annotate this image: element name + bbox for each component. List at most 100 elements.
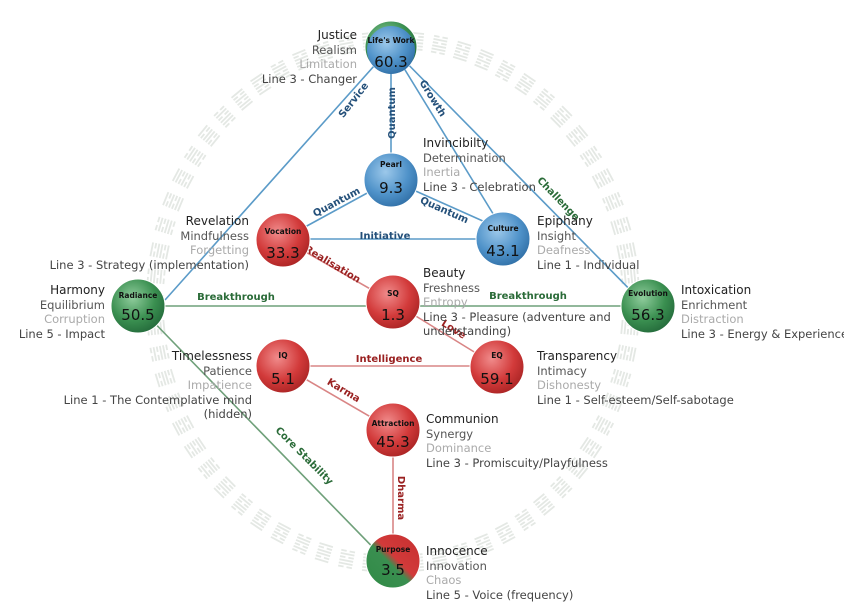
label-culture-line: Line 1 - Individual (537, 257, 640, 272)
hexagram-mark (197, 124, 221, 147)
node-attraction[interactable]: Attraction 45.3 (365, 402, 421, 458)
hexagram-mark (579, 436, 603, 459)
hexagram-mark (494, 59, 516, 83)
hexagram-mark (149, 344, 170, 362)
hexagram-mark (314, 542, 334, 564)
label-sq-line: Line 3 - Pleasure (adventure and (423, 309, 611, 324)
node-vocation[interactable]: Vocation 33.3 (255, 212, 311, 268)
hexagram-mark (514, 508, 536, 532)
node-radiance-title: Radiance (119, 291, 158, 300)
label-purpose-line: Line 5 - Voice (frequency) (426, 587, 574, 602)
hexagram-mark (430, 34, 449, 56)
label-sq: Beauty Freshness Entropy Line 3 - Pleasu… (423, 266, 611, 339)
hexagram-mark (171, 415, 195, 436)
label-attraction-title: Communion (426, 412, 499, 426)
node-vocation-title: Vocation (265, 227, 302, 236)
label-lifes-work-gift: Realism (311, 42, 357, 57)
node-culture-value: 43.1 (486, 242, 519, 260)
label-iq-gift: Patience (203, 363, 252, 378)
label-radiance-gift: Equilibrium (39, 297, 105, 312)
edge-label-intelligence: Intelligence (356, 354, 423, 365)
label-pearl-shadow: Inertia (423, 165, 461, 180)
label-radiance-shadow: Corruption (44, 312, 105, 327)
label-evolution-shadow: Distraction (681, 312, 744, 327)
label-evolution-title: Intoxication (681, 283, 752, 297)
label-iq-title: Timelessness (171, 349, 252, 363)
hexagram-mark (601, 392, 624, 413)
node-pearl[interactable]: Pearl 9.3 (363, 152, 419, 208)
hexagram-mark (610, 368, 632, 388)
node-pearl-value: 9.3 (379, 179, 403, 197)
node-lifes-work-value: 60.3 (374, 53, 407, 71)
label-pearl-title: Invincibilty (423, 136, 489, 150)
label-purpose-gift: Innovation (426, 558, 487, 573)
hexagram-mark (270, 59, 292, 83)
node-eq[interactable]: EQ 59.1 (469, 339, 525, 395)
hexagram-mark (270, 521, 292, 545)
node-culture[interactable]: Culture 43.1 (475, 211, 531, 267)
hexagram-mark (250, 508, 272, 532)
edge-label-core-stability: Core Stability (273, 425, 335, 487)
hexagram-mark (550, 105, 573, 128)
label-pearl-line: Line 3 - Celebration (423, 179, 536, 194)
hexagram-mark (550, 476, 573, 499)
hexagram-mark (162, 392, 185, 413)
label-radiance-title: Harmony (50, 283, 105, 297)
edge-label-realisation: Realisation (302, 244, 362, 286)
hexagram-mark (452, 542, 472, 564)
node-purpose[interactable]: Purpose 3.5 (365, 533, 421, 589)
hexagram-mark (591, 168, 615, 189)
node-iq-value: 5.1 (271, 370, 295, 388)
hexagram-mark (292, 533, 312, 556)
label-iq-line-2: (hidden) (203, 407, 252, 422)
hexagram-mark (213, 105, 236, 128)
label-iq-line: Line 1 - The Contemplative mind (63, 392, 252, 407)
label-culture-shadow: Deafness (537, 243, 591, 258)
node-eq-title: EQ (491, 351, 503, 360)
node-culture-title: Culture (487, 224, 518, 233)
label-purpose: Innocence Innovation Chaos Line 5 - Voic… (426, 544, 573, 602)
edge-label-quantum-vertical: Quantum (387, 87, 398, 139)
node-iq[interactable]: IQ 5.1 (255, 338, 311, 394)
edge-label-quantum-left: Quantum (311, 186, 362, 220)
node-eq-value: 59.1 (480, 370, 513, 388)
hexagram-mark (494, 521, 516, 545)
hexagram-mark (591, 415, 615, 436)
label-culture-title: Epiphany (537, 214, 593, 228)
hexagram-mark (514, 72, 536, 96)
node-radiance[interactable]: Radiance 50.5 (110, 278, 166, 334)
hexagram-mark (430, 548, 448, 570)
node-sq[interactable]: SQ 1.3 (365, 274, 421, 330)
hexagram-mark (292, 48, 312, 71)
label-purpose-title: Innocence (426, 544, 488, 558)
label-evolution-gift: Enrichment (681, 297, 748, 312)
label-attraction-gift: Synergy (426, 426, 474, 441)
hexagram-mark (154, 368, 176, 388)
node-attraction-title: Attraction (372, 419, 415, 428)
label-evolution: Intoxication Enrichment Distraction Line… (681, 283, 844, 341)
label-eq-shadow: Dishonesty (537, 378, 602, 393)
node-sq-value: 1.3 (381, 306, 405, 324)
node-evolution[interactable]: Evolution 56.3 (620, 278, 676, 334)
hexagram-mark (337, 548, 356, 570)
label-eq-title: Transparency (537, 349, 618, 363)
hexagram-mark (610, 216, 632, 236)
node-lifes-work[interactable]: Life's Work 60.3 (364, 20, 418, 74)
label-iq-shadow: Impatience (187, 378, 252, 393)
hexagram-mark (452, 40, 472, 62)
label-sq-shadow: Entropy (423, 295, 468, 310)
hexagram-mark (565, 124, 589, 147)
label-lifes-work: Justice Realism Limitation Line 3 - Chan… (262, 28, 357, 86)
node-lifes-work-title: Life's Work (368, 36, 416, 45)
edge-challenge (390, 46, 649, 309)
edge-label-initiative: Initiative (360, 231, 411, 242)
label-radiance: Harmony Equilibrium Corruption Line 5 - … (19, 283, 105, 341)
node-iq-title: IQ (278, 351, 287, 360)
label-eq-gift: Intimacy (537, 363, 587, 378)
label-lifes-work-shadow: Limitation (299, 57, 357, 72)
label-pearl-gift: Determination (423, 150, 506, 165)
label-evolution-line: Line 3 - Energy & Experience (681, 326, 844, 341)
hexagram-mark (616, 344, 637, 362)
hexagram-mark (338, 34, 356, 56)
